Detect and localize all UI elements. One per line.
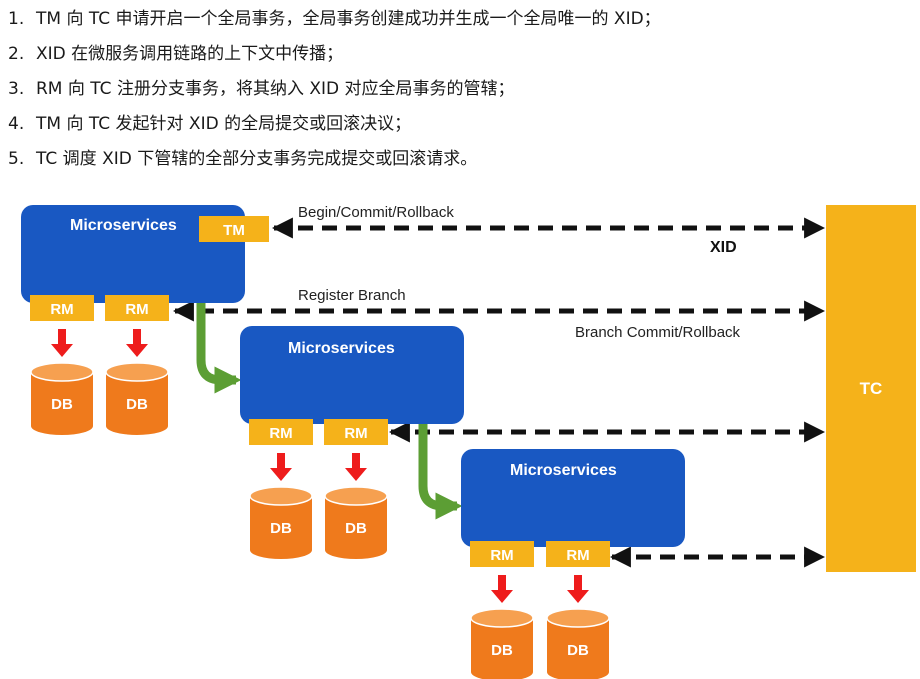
step-item: 4. TM 向 TC 发起针对 XID 的全局提交或回滚决议； [8, 109, 661, 144]
db-cylinder [250, 496, 312, 559]
tm-badge [199, 216, 269, 242]
microservice-box [461, 449, 685, 547]
microservice-label: Microservices [288, 340, 395, 357]
edge-label-register: Register Branch [298, 287, 406, 304]
microservice-box [21, 205, 245, 303]
rm-db-layer: RM DB RM DB RM DB RM DB RM DB RM DB [30, 295, 610, 679]
tm-label: TM [223, 222, 245, 239]
call-arrow-2 [418, 418, 463, 520]
tc-label: TC [860, 379, 883, 398]
db-cylinder [471, 618, 533, 679]
step-text: TM 向 TC 发起针对 XID 的全局提交或回滚决议； [36, 114, 412, 134]
step-text: TC 调度 XID 下管辖的全部分支事务完成提交或回滚请求。 [36, 149, 478, 169]
db-label: DB [567, 642, 589, 659]
db-label: DB [126, 396, 148, 413]
db-cylinder-top [30, 362, 94, 382]
rm-badge [470, 541, 534, 567]
db-cylinder-top [105, 362, 169, 382]
rm-badge [30, 295, 94, 321]
down-arrow [51, 329, 73, 357]
rm-label: RM [269, 425, 292, 442]
db-cylinder [31, 372, 93, 435]
step-number: 3. [8, 79, 25, 99]
down-arrow [270, 453, 292, 481]
step-text: TM 向 TC 申请开启一个全局事务，全局事务创建成功并生成一个全局唯一的 XI… [36, 9, 661, 29]
edge-label-begin: Begin/Commit/Rollback [298, 204, 454, 221]
db-label: DB [491, 642, 513, 659]
db-cylinder [325, 496, 387, 559]
rm-label: RM [490, 547, 513, 564]
microservice-label: Microservices [510, 462, 617, 479]
down-arrow [567, 575, 589, 603]
rm-label: RM [125, 301, 148, 318]
db-cylinder [106, 372, 168, 435]
rm-badge [249, 419, 313, 445]
down-arrow [345, 453, 367, 481]
call-arrow-1 [196, 296, 242, 394]
db-label: DB [270, 520, 292, 537]
rm-badge [324, 419, 388, 445]
step-number: 5. [8, 149, 25, 169]
step-number: 2. [8, 44, 25, 64]
rm-label: RM [566, 547, 589, 564]
tc-box [826, 205, 916, 572]
edge-label-branch-commit: Branch Commit/Rollback [575, 324, 741, 341]
down-arrow [126, 329, 148, 357]
step-number: 1. [8, 9, 25, 29]
microservice-label: Microservices [70, 217, 177, 234]
step-number: 4. [8, 114, 25, 134]
db-cylinder-top [324, 486, 388, 506]
db-cylinder-top [249, 486, 313, 506]
rm-badge [546, 541, 610, 567]
db-cylinder-top [546, 608, 610, 628]
rm-badge [105, 295, 169, 321]
microservice-box [240, 326, 464, 424]
step-text: RM 向 TC 注册分支事务，将其纳入 XID 对应全局事务的管辖； [36, 79, 515, 99]
down-arrow [491, 575, 513, 603]
rm-label: RM [344, 425, 367, 442]
step-text: XID 在微服务调用链路的上下文中传播； [36, 44, 344, 64]
rm-label: RM [50, 301, 73, 318]
db-cylinder [547, 618, 609, 679]
step-item: 1. TM 向 TC 申请开启一个全局事务，全局事务创建成功并生成一个全局唯一的 … [8, 4, 661, 39]
edge-label-xid: XID [710, 239, 737, 256]
step-item: 3. RM 向 TC 注册分支事务，将其纳入 XID 对应全局事务的管辖； [8, 74, 661, 109]
step-item: 5. TC 调度 XID 下管辖的全部分支事务完成提交或回滚请求。 [8, 144, 661, 179]
step-item: 2. XID 在微服务调用链路的上下文中传播； [8, 39, 661, 74]
db-cylinder-top [470, 608, 534, 628]
db-label: DB [51, 396, 73, 413]
db-label: DB [345, 520, 367, 537]
step-list: 1. TM 向 TC 申请开启一个全局事务，全局事务创建成功并生成一个全局唯一的 … [8, 4, 661, 179]
